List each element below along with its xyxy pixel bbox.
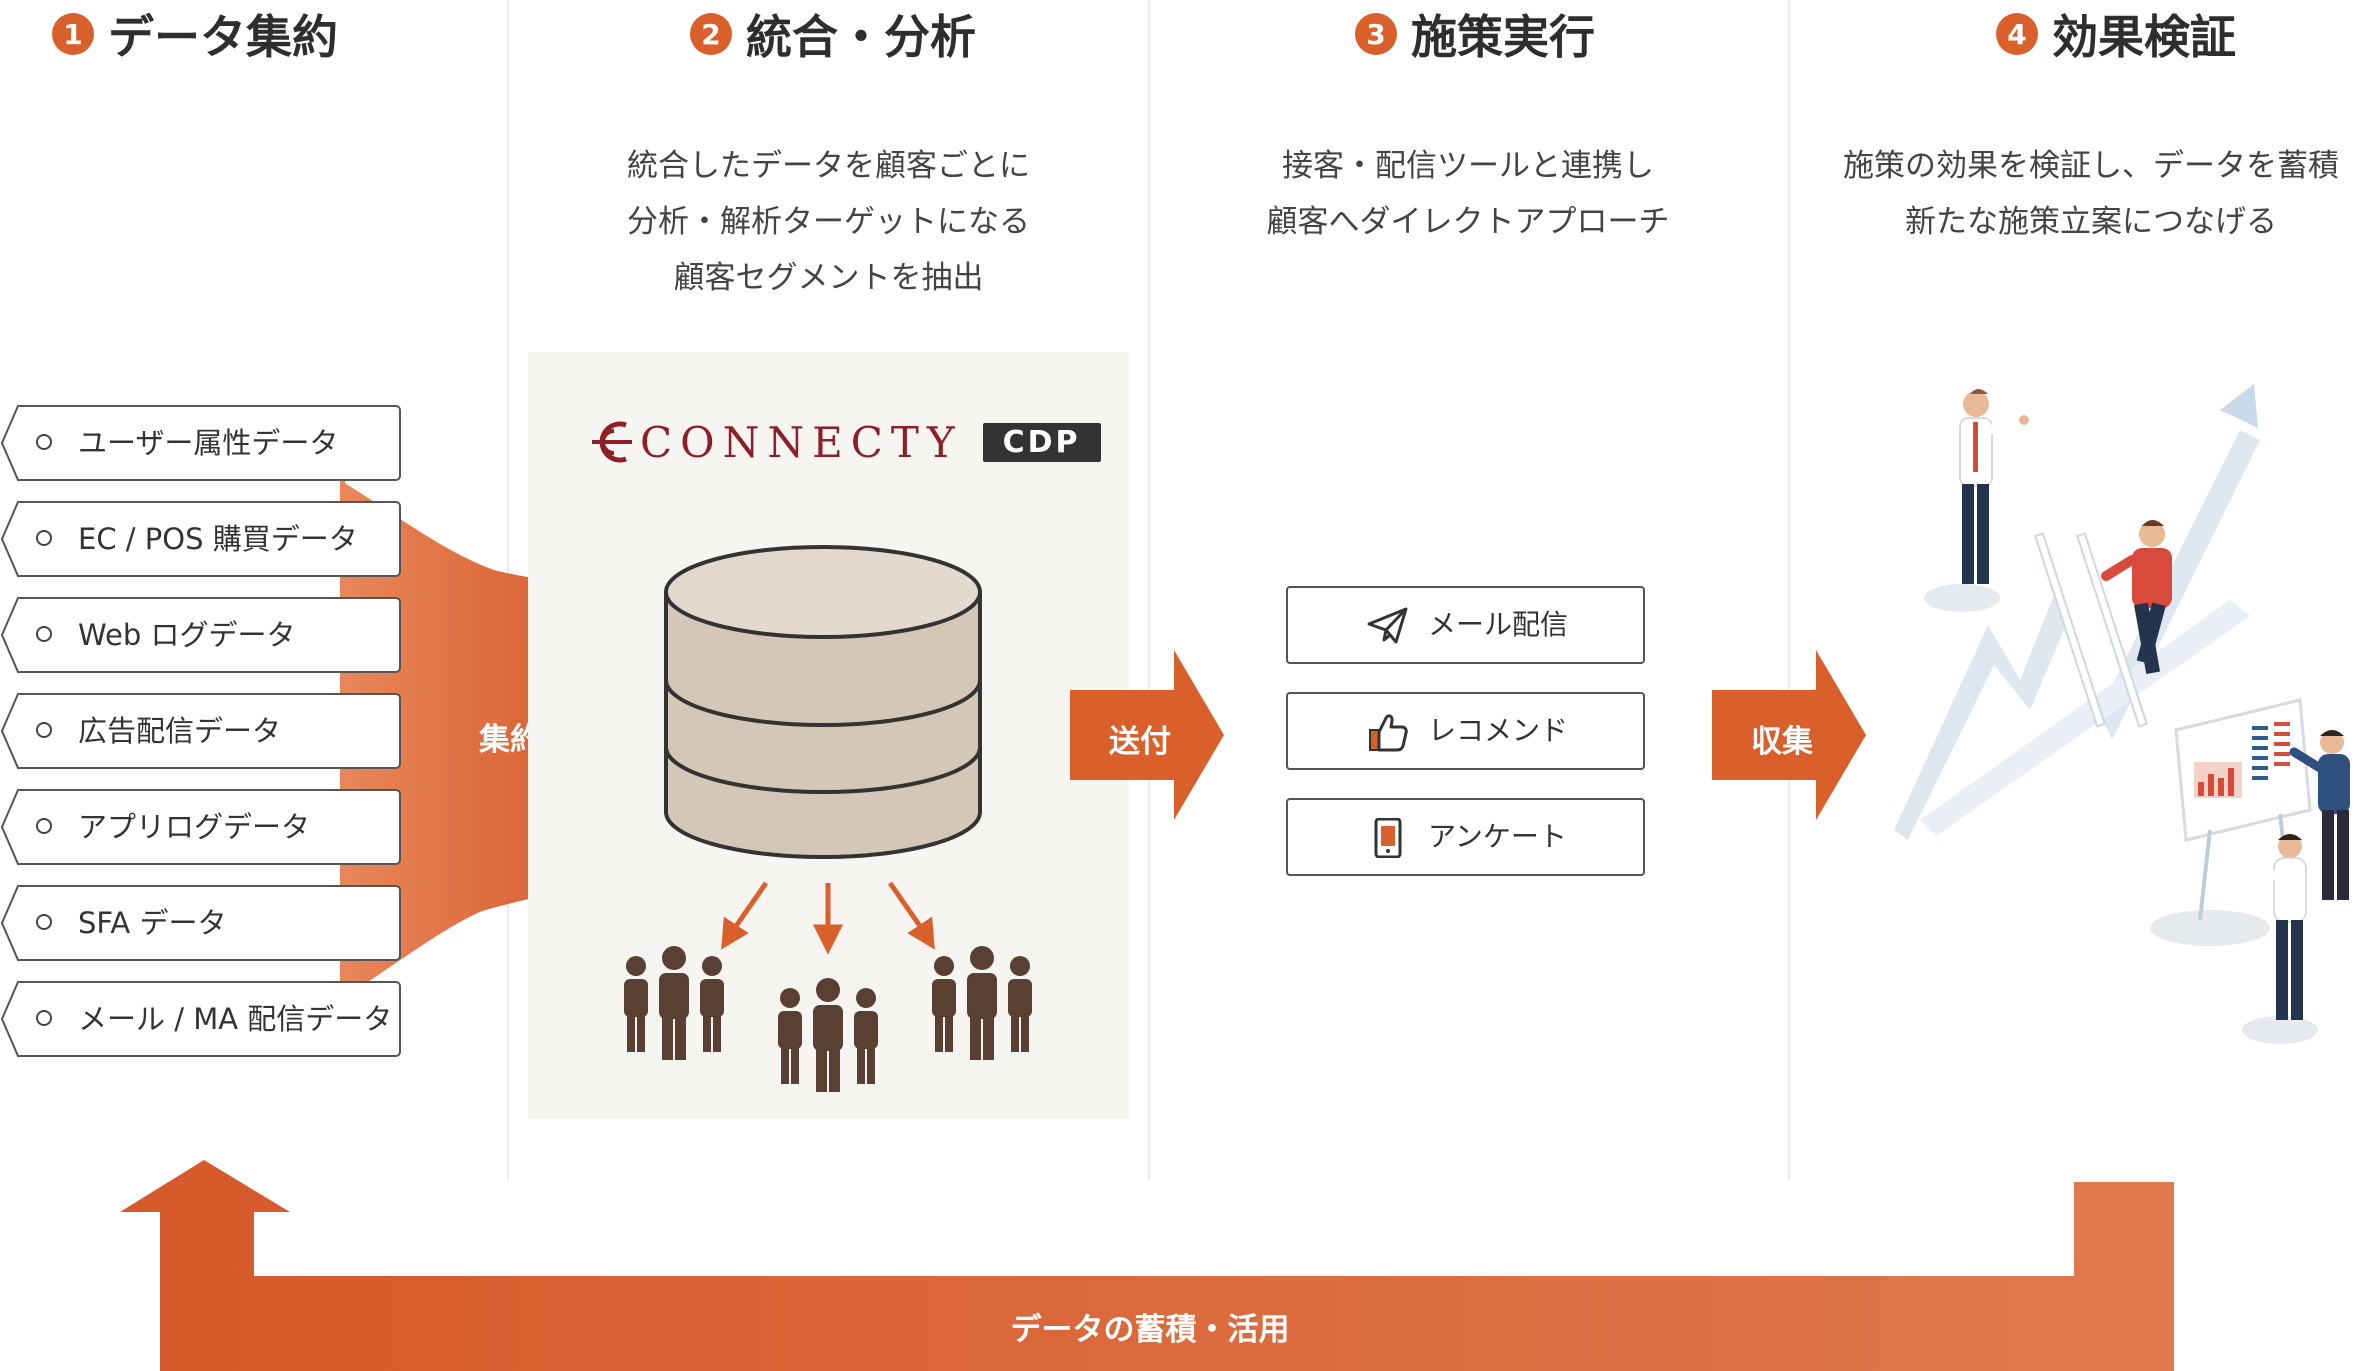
send-arrow-label: 送付 <box>1109 724 1171 760</box>
data-source-frame <box>0 405 401 481</box>
bullet-circle-icon <box>36 1010 52 1026</box>
connecty-logo-mark-icon <box>592 421 632 463</box>
verification-description: 施策の効果を検証し、データを蓄積 新たな施策立案につなげる <box>1808 138 2374 250</box>
bullet-circle-icon <box>36 626 52 642</box>
description-line: 顧客セグメントを抽出 <box>673 260 984 296</box>
bullet-circle-icon <box>36 530 52 546</box>
description-line: 顧客へダイレクトアプローチ <box>1266 204 1670 240</box>
data-source-item: ユーザー属性データ <box>0 404 402 482</box>
data-source-label: EC / POS 購買データ <box>78 522 358 556</box>
data-source-label: アプリログデータ <box>78 810 311 844</box>
data-source-frame <box>0 693 401 769</box>
tablet-icon <box>1374 818 1402 858</box>
tool-label: レコメンド <box>1428 714 1569 747</box>
step-title-execution: 3 施策実行 <box>1355 4 1595 64</box>
tool-survey: アンケート <box>1286 798 1645 876</box>
feedback-loop-arrow <box>120 1160 2174 1371</box>
execution-description: 接客・配信ツールと連携し 顧客へダイレクトアプローチ <box>1168 138 1768 250</box>
business-growth-illustration <box>1894 384 2350 1044</box>
step-title-aggregation: 1 データ集約 <box>52 4 338 64</box>
description-line: 接客・配信ツールと連携し <box>1282 148 1654 184</box>
step-title-verification: 4 効果検証 <box>1996 4 2236 64</box>
step-number-badge: 4 <box>1996 13 2038 55</box>
tool-recommend: レコメンド <box>1286 692 1645 770</box>
tool-email-delivery: メール配信 <box>1286 586 1645 664</box>
data-source-frame <box>0 981 401 1057</box>
data-source-item: アプリログデータ <box>0 788 402 866</box>
data-source-label: ユーザー属性データ <box>78 426 339 460</box>
paper-plane-icon <box>1367 607 1408 644</box>
data-source-frame <box>0 597 401 673</box>
segment-arrows <box>721 881 935 955</box>
step-number-badge: 1 <box>52 13 94 55</box>
data-source-frame <box>0 501 401 577</box>
connecty-logo-text: CONNECTY <box>640 417 963 467</box>
connecty-logo: CONNECTY CDP <box>586 414 1101 470</box>
customer-segment-people-icon <box>778 978 878 1092</box>
thumbs-up-icon <box>1369 714 1408 752</box>
database-icon <box>664 545 982 859</box>
cdp-badge: CDP <box>982 422 1101 462</box>
step-title-text: 統合・分析 <box>746 10 976 64</box>
data-source-frame <box>0 789 401 865</box>
tool-label: アンケート <box>1428 820 1567 853</box>
loop-arrow-label: データの蓄積・活用 <box>1010 1312 1290 1348</box>
bullet-circle-icon <box>36 434 52 450</box>
description-line: 施策の効果を検証し、データを蓄積 <box>1843 148 2339 184</box>
collect-arrow <box>1712 650 1866 820</box>
description-line: 統合したデータを顧客ごとに <box>627 148 1030 184</box>
step-number-badge: 2 <box>690 13 732 55</box>
description-line: 分析・解析ターゲットになる <box>627 204 1030 240</box>
step-title-text: 効果検証 <box>2052 10 2236 64</box>
customer-segment-people-icon <box>624 946 724 1060</box>
send-arrow <box>1070 650 1224 820</box>
data-source-item: Web ログデータ <box>0 596 402 674</box>
column-divider <box>1788 0 1790 1180</box>
description-line: 新たな施策立案につなげる <box>1905 204 2277 240</box>
step-title-analysis: 2 統合・分析 <box>690 4 976 64</box>
step-title-text: 施策実行 <box>1411 10 1595 64</box>
bullet-circle-icon <box>36 818 52 834</box>
data-source-item: メール / MA 配信データ <box>0 980 402 1058</box>
data-source-label: 広告配信データ <box>78 714 282 748</box>
analysis-description: 統合したデータを顧客ごとに 分析・解析ターゲットになる 顧客セグメントを抽出 <box>528 138 1129 306</box>
step-number-badge: 3 <box>1355 13 1397 55</box>
data-source-item: EC / POS 購買データ <box>0 500 402 578</box>
data-source-item: SFA データ <box>0 884 402 962</box>
data-source-frame <box>0 885 401 961</box>
data-source-label: Web ログデータ <box>78 618 296 652</box>
data-source-item: 広告配信データ <box>0 692 402 770</box>
bullet-circle-icon <box>36 914 52 930</box>
tool-label: メール配信 <box>1428 608 1569 641</box>
data-source-label: SFA データ <box>78 906 227 940</box>
collect-arrow-label: 収集 <box>1751 724 1813 760</box>
data-source-label: メール / MA 配信データ <box>78 1002 393 1036</box>
step-title-text: データ集約 <box>108 10 338 64</box>
cdp-panel: CONNECTY CDP <box>528 352 1129 1119</box>
column-divider <box>1148 0 1150 1180</box>
bullet-circle-icon <box>36 722 52 738</box>
customer-segment-people-icon <box>932 946 1032 1060</box>
